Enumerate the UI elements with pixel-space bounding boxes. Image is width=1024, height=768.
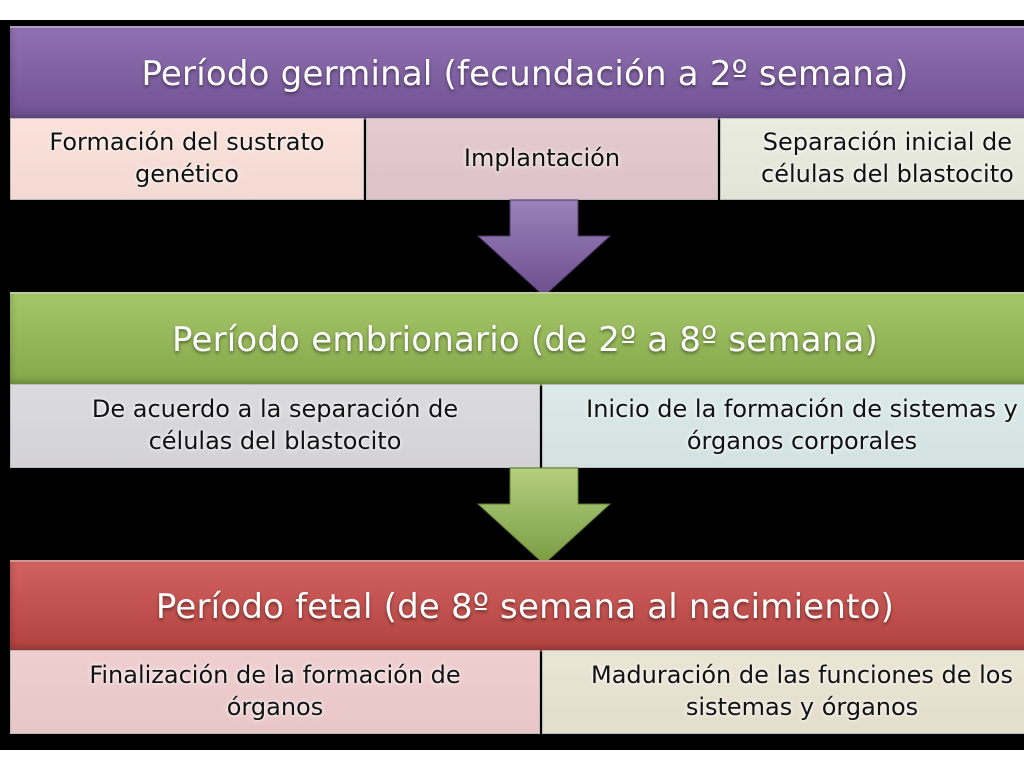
period-embrionario-title: Período embrionario (de 2º a 8º semana) (171, 320, 879, 360)
stage-implantacion-label: Implantación (463, 144, 621, 173)
period-embrionario-header: Período embrionario (de 2º a 8º semana) (10, 292, 1024, 386)
arrow-down-icon (476, 199, 612, 297)
stage-implantacion: Implantación (366, 118, 718, 200)
period-fetal-header: Período fetal (de 8º semana al nacimient… (10, 560, 1024, 652)
arrow-down-icon (476, 467, 612, 565)
period-fetal-title: Período fetal (de 8º semana al nacimient… (155, 587, 895, 627)
period-germinal-title: Período germinal (fecundación a 2º seman… (141, 54, 909, 94)
period-germinal-header: Período germinal (fecundación a 2º seman… (10, 26, 1024, 120)
diagram-canvas: Período germinal (fecundación a 2º seman… (0, 20, 1024, 750)
